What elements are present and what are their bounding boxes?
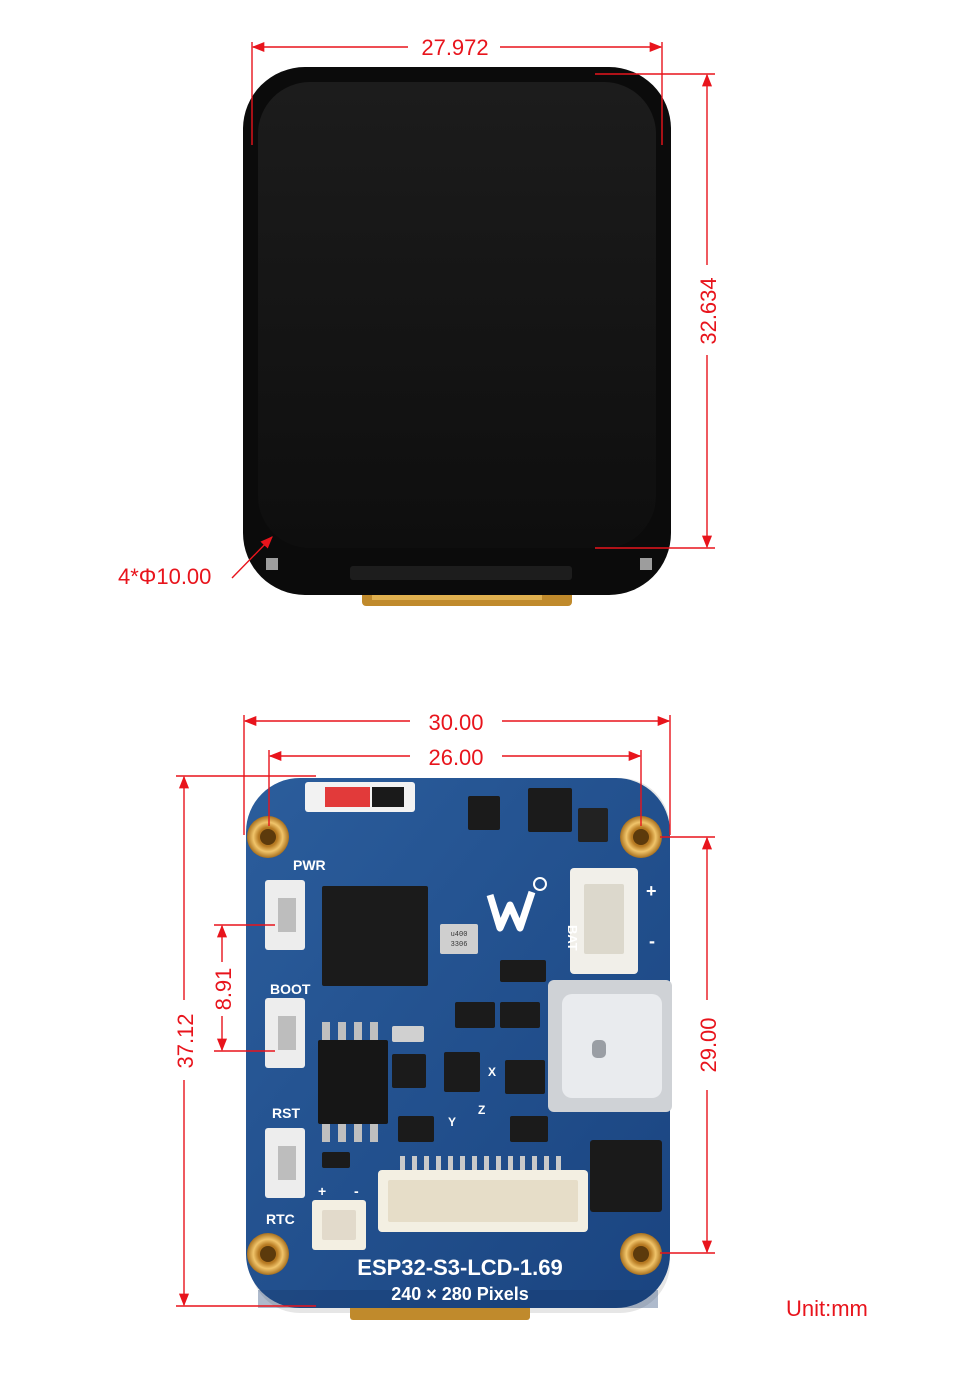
pwr-label: PWR — [293, 857, 326, 873]
imu-chip — [444, 1052, 480, 1092]
rtc-label: RTC — [266, 1211, 295, 1227]
dim-button-spacing: 8.91 — [211, 924, 275, 1052]
dim-top-width-label: 27.972 — [421, 35, 488, 60]
dim-bottom-hole-height-label: 29.00 — [696, 1017, 721, 1072]
waveshare-logo — [486, 877, 547, 932]
dim-bottom-height-label: 37.12 — [173, 1013, 198, 1068]
corner-radius-label: 4*Φ10.00 — [118, 564, 211, 589]
dim-corner-callout: 4*Φ10.00 — [118, 536, 273, 589]
pcb-back-view: u400 3306 — [246, 778, 672, 1320]
rst-label: RST — [272, 1105, 300, 1121]
dim-top-height: 32.634 — [595, 73, 721, 549]
display-screen — [258, 82, 656, 548]
svg-text:u400: u400 — [451, 931, 468, 939]
bat-minus-sign: - — [649, 931, 655, 951]
bat-label: BAT — [565, 925, 580, 951]
dim-bottom-hole-width: 26.00 — [268, 745, 642, 826]
resolution-label: 240 × 280 Pixels — [391, 1284, 529, 1304]
speaker — [590, 1140, 662, 1212]
esp32-s3-chip — [322, 886, 428, 986]
dim-bottom-outer-width: 30.00 — [243, 710, 671, 835]
unit-label: Unit:mm — [786, 1296, 868, 1321]
rtc-minus-sign: - — [354, 1183, 359, 1199]
dim-bottom-height: 37.12 — [173, 775, 316, 1307]
rtc-plus-sign: + — [318, 1183, 326, 1199]
boot-label: BOOT — [270, 981, 311, 997]
axis-y-label: Y — [448, 1115, 456, 1129]
dim-top-width: 27.972 — [251, 35, 663, 145]
dim-button-spacing-label: 8.91 — [211, 968, 236, 1011]
red-component — [325, 787, 370, 807]
axis-x-label: X — [488, 1065, 496, 1079]
crystal — [440, 924, 478, 954]
dim-bottom-hole-width-label: 26.00 — [428, 745, 483, 770]
dim-bottom-outer-width-label: 30.00 — [428, 710, 483, 735]
dim-bottom-hole-height: 29.00 — [660, 836, 721, 1254]
display-front-view — [243, 67, 671, 606]
svg-text:3306: 3306 — [451, 941, 468, 949]
flash-chip — [318, 1040, 388, 1124]
dim-top-height-label: 32.634 — [696, 277, 721, 344]
board-name: ESP32-S3-LCD-1.69 — [357, 1255, 562, 1280]
bat-plus-sign: + — [646, 881, 657, 901]
axis-z-label: Z — [478, 1103, 485, 1117]
